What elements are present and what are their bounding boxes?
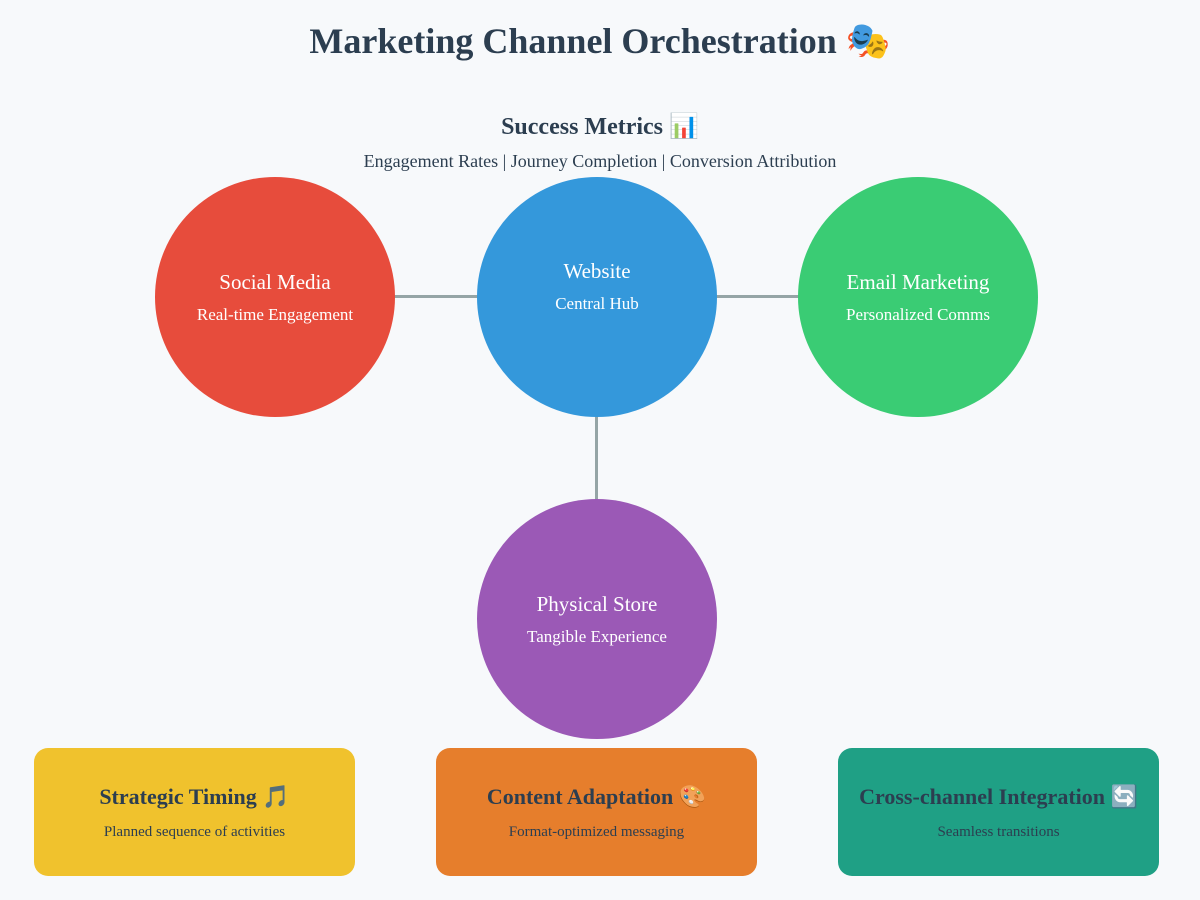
channel-website: Website Central Hub <box>477 177 717 417</box>
card-desc: Seamless transitions <box>937 823 1060 840</box>
channel-name: Website <box>563 259 631 283</box>
channel-desc: Personalized Comms <box>845 304 990 324</box>
channel-desc: Real-time Engagement <box>196 304 354 324</box>
channel-desc: Tangible Experience <box>527 626 667 646</box>
card-desc: Format-optimized messaging <box>508 823 685 840</box>
channel-social-media: Social Media Real-time Engagement <box>155 177 395 417</box>
page-title: Marketing Channel Orchestration 🎭 <box>309 21 891 61</box>
channel-name: Email Marketing <box>846 269 990 294</box>
channel-name: Social Media <box>219 269 331 294</box>
card-desc: Planned sequence of activities <box>103 823 286 840</box>
card-cross-channel-integration: Cross-channel Integration 🔄 Seamless tra… <box>838 748 1159 876</box>
channel-desc: Central Hub <box>555 294 639 313</box>
connector-website-email <box>712 295 804 298</box>
channel-physical-store: Physical Store Tangible Experience <box>477 499 717 739</box>
connector-social-website <box>390 295 482 298</box>
channel-name: Physical Store <box>536 591 658 616</box>
connector-website-store <box>595 412 598 502</box>
card-title: Content Adaptation 🎨 <box>486 783 707 809</box>
success-metrics-title: Success Metrics 📊 <box>501 114 699 140</box>
card-content-adaptation: Content Adaptation 🎨 Format-optimized me… <box>436 748 757 876</box>
card-strategic-timing: Strategic Timing 🎵 Planned sequence of a… <box>34 748 355 876</box>
channel-email-marketing: Email Marketing Personalized Comms <box>798 177 1038 417</box>
card-title: Strategic Timing 🎵 <box>99 783 290 809</box>
success-metrics-list: Engagement Rates | Journey Completion | … <box>363 151 837 171</box>
card-title: Cross-channel Integration 🔄 <box>859 783 1138 809</box>
